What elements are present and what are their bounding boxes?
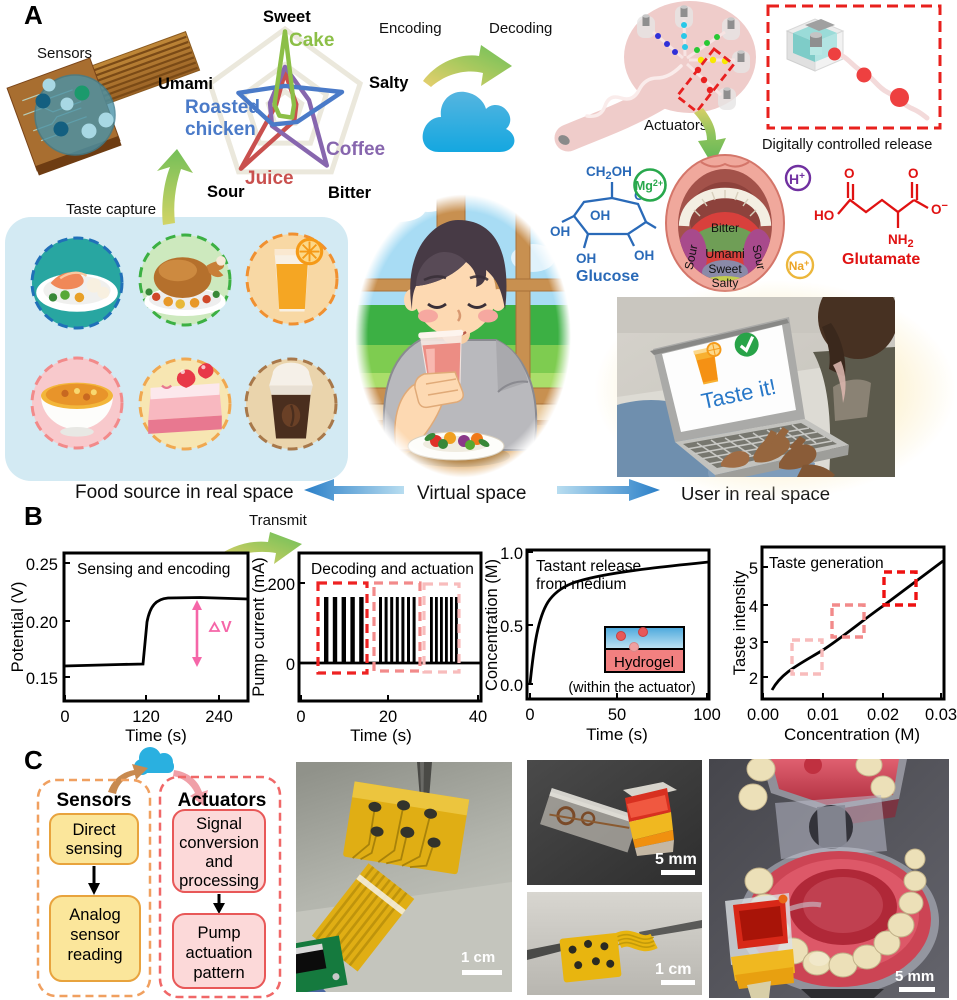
svg-text:0.25: 0.25 xyxy=(26,556,58,574)
svg-text:Glutamate: Glutamate xyxy=(842,251,920,268)
svg-text:0: 0 xyxy=(60,708,69,726)
svg-text:Coffee: Coffee xyxy=(326,139,385,160)
svg-text:100: 100 xyxy=(693,706,721,724)
svg-text:200: 200 xyxy=(267,576,295,594)
svg-text:Pump: Pump xyxy=(197,924,240,942)
svg-text:chicken: chicken xyxy=(185,119,256,140)
svg-text:O: O xyxy=(908,166,919,181)
svg-text:Umami: Umami xyxy=(705,247,745,261)
svg-text:Sensing and encoding: Sensing and encoding xyxy=(77,561,230,578)
svg-text:1 cm: 1 cm xyxy=(461,949,495,966)
svg-text:(within the actuator): (within the actuator) xyxy=(568,680,695,696)
svg-text:Sour: Sour xyxy=(749,243,768,271)
svg-text:Concentration (M): Concentration (M) xyxy=(784,725,920,744)
svg-text:4: 4 xyxy=(749,598,758,616)
svg-text:processing: processing xyxy=(179,872,259,890)
svg-text:0: 0 xyxy=(525,706,534,724)
svg-text:Hydrogel: Hydrogel xyxy=(614,654,674,671)
svg-text:Time (s): Time (s) xyxy=(350,726,412,745)
svg-text:Concentration (M): Concentration (M) xyxy=(483,559,501,691)
svg-text:from medium: from medium xyxy=(536,576,626,593)
svg-text:Umami: Umami xyxy=(158,75,213,93)
svg-text:sensing: sensing xyxy=(66,840,123,858)
svg-text:0.01: 0.01 xyxy=(807,706,839,724)
svg-text:Bitter: Bitter xyxy=(328,184,372,202)
svg-text:OH: OH xyxy=(576,251,596,266)
svg-text:0: 0 xyxy=(296,708,305,726)
svg-text:Time (s): Time (s) xyxy=(586,725,648,744)
svg-text:Sensors: Sensors xyxy=(57,790,132,811)
svg-text:Direct: Direct xyxy=(72,821,116,839)
svg-text:0.5: 0.5 xyxy=(500,618,523,636)
svg-text:0.03: 0.03 xyxy=(925,706,957,724)
svg-text:Taste intensity: Taste intensity xyxy=(731,570,749,675)
svg-text:240: 240 xyxy=(205,708,233,726)
svg-text:and: and xyxy=(205,853,233,871)
svg-text:5 mm: 5 mm xyxy=(895,968,934,985)
svg-text:Sweet: Sweet xyxy=(708,262,742,276)
svg-text:0.15: 0.15 xyxy=(26,670,58,688)
svg-text:CH2OH: CH2OH xyxy=(586,164,632,182)
svg-text:Sour: Sour xyxy=(207,183,245,201)
svg-text:HO: HO xyxy=(814,208,834,223)
svg-text:Potential (V): Potential (V) xyxy=(9,582,27,673)
svg-text:50: 50 xyxy=(608,706,626,724)
svg-text:3: 3 xyxy=(749,635,758,653)
svg-text:Signal: Signal xyxy=(196,815,242,833)
svg-text:120: 120 xyxy=(132,708,160,726)
svg-text:Roasted: Roasted xyxy=(185,97,260,118)
svg-text:5: 5 xyxy=(749,560,758,578)
svg-text:0.00: 0.00 xyxy=(747,706,779,724)
svg-text:40: 40 xyxy=(469,708,487,726)
svg-text:reading: reading xyxy=(67,946,122,964)
svg-text:Decoding and actuation: Decoding and actuation xyxy=(311,561,474,578)
svg-text:Analog: Analog xyxy=(69,906,120,924)
svg-text:0.02: 0.02 xyxy=(867,706,899,724)
svg-text:Sweet: Sweet xyxy=(263,8,311,26)
svg-text:OH: OH xyxy=(590,208,610,223)
svg-text:Glucose: Glucose xyxy=(576,268,639,285)
svg-text:0: 0 xyxy=(286,656,295,674)
svg-text:actuation: actuation xyxy=(186,944,253,962)
svg-text:Juice: Juice xyxy=(245,168,294,189)
svg-text:OH: OH xyxy=(634,248,654,263)
svg-text:conversion: conversion xyxy=(179,834,259,852)
svg-text:1.0: 1.0 xyxy=(500,545,523,563)
svg-text:Pump current (mA): Pump current (mA) xyxy=(250,557,268,696)
svg-text:NH2: NH2 xyxy=(888,232,914,250)
svg-text:O−: O− xyxy=(931,200,948,217)
svg-text:Tastant release: Tastant release xyxy=(536,558,641,575)
svg-text:pattern: pattern xyxy=(193,964,244,982)
svg-text:sensor: sensor xyxy=(70,926,120,944)
svg-text:O: O xyxy=(844,166,855,181)
svg-text:V: V xyxy=(221,619,232,636)
svg-text:5 mm: 5 mm xyxy=(655,851,697,868)
svg-text:Cake: Cake xyxy=(289,30,334,51)
svg-text:Time (s): Time (s) xyxy=(125,726,187,745)
svg-text:Taste generation: Taste generation xyxy=(769,555,884,572)
svg-text:0.0: 0.0 xyxy=(500,677,523,695)
svg-text:Actuators: Actuators xyxy=(178,790,267,811)
svg-text:Bitter: Bitter xyxy=(711,221,739,235)
svg-text:OH: OH xyxy=(550,224,570,239)
svg-text:Sour: Sour xyxy=(682,243,701,271)
svg-text:Salty: Salty xyxy=(369,74,409,92)
svg-text:1 cm: 1 cm xyxy=(655,961,691,978)
svg-text:0.20: 0.20 xyxy=(26,614,58,632)
svg-text:20: 20 xyxy=(379,708,397,726)
svg-text:2: 2 xyxy=(749,670,758,688)
